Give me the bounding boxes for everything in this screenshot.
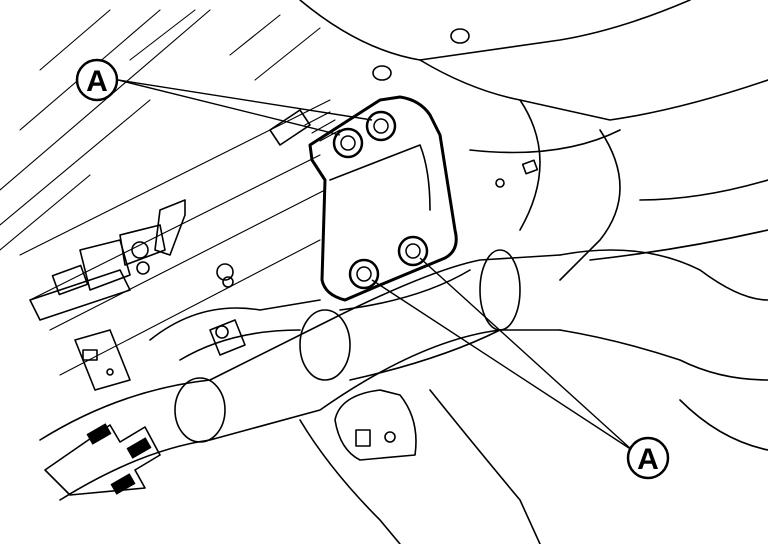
bolt-icon-top-left	[332, 127, 364, 159]
bolt-icon-bottom-left	[348, 258, 380, 290]
bolt-icon-top-right	[365, 110, 397, 142]
floor-contours	[299, 0, 768, 281]
callout-a-bottom: A	[371, 257, 670, 480]
exhaust-pipe	[39, 249, 768, 544]
front-direction-arrow-icon	[44, 423, 161, 496]
lower-bracket	[334, 389, 417, 461]
callout-a-top: A	[75, 58, 373, 136]
floor-panel-lines	[0, 9, 331, 376]
callout-label-top: A	[86, 65, 108, 98]
mounting-bracket	[308, 95, 458, 302]
left-hardware	[29, 109, 341, 391]
callout-label-bottom: A	[637, 443, 659, 476]
